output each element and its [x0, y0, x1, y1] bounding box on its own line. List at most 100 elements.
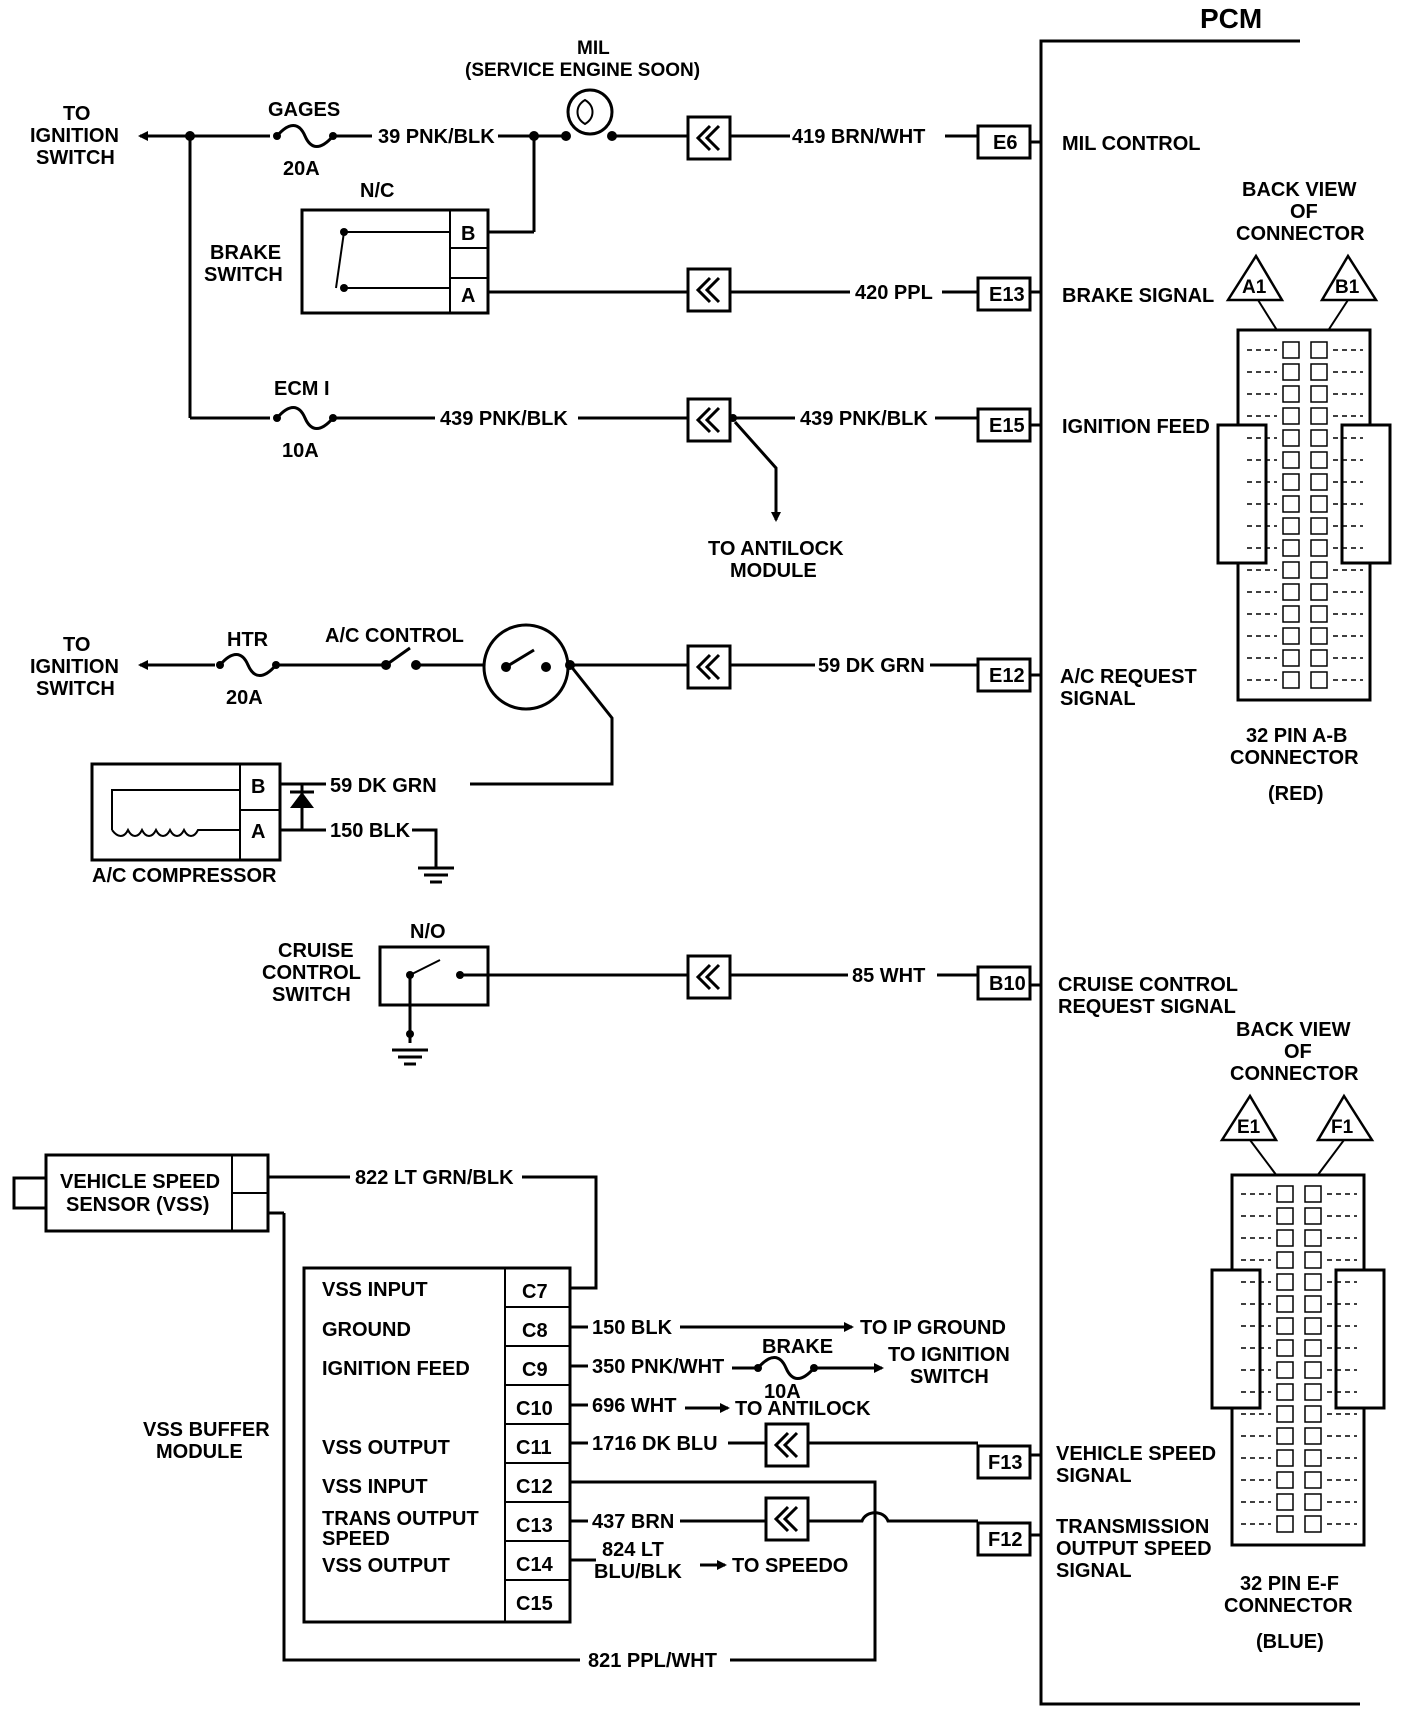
connector-pin — [1304, 1317, 1322, 1335]
svg-text:439 PNK/BLK: 439 PNK/BLK — [800, 408, 928, 430]
connector-pin — [1276, 1449, 1294, 1467]
connector-pin — [1282, 627, 1300, 645]
connector-ef-view: BACK VIEW OF CONNECTOR E1 F1 32 PIN E-F … — [1210, 1019, 1386, 1653]
svg-text:OF: OF — [1290, 201, 1318, 223]
connector-pin — [1310, 363, 1328, 381]
svg-text:CONNECTOR: CONNECTOR — [1236, 223, 1365, 245]
connector-pin — [1282, 561, 1300, 579]
pcm-pin-e6: E6 MIL CONTROL — [976, 124, 1201, 160]
svg-text:F1: F1 — [1331, 1117, 1354, 1138]
svg-text:419 BRN/WHT: 419 BRN/WHT — [792, 126, 925, 148]
connector-pin — [1304, 1427, 1322, 1445]
ac-compressor — [90, 762, 282, 862]
svg-text:C12: C12 — [516, 1476, 553, 1498]
connector-pin — [1276, 1383, 1294, 1401]
connector-pin — [1304, 1185, 1322, 1203]
svg-text:ECM I: ECM I — [274, 378, 330, 400]
connector-pin — [1310, 627, 1328, 645]
connector-pin — [1304, 1251, 1322, 1269]
svg-text:CONNECTOR: CONNECTOR — [1230, 747, 1359, 769]
connector-pin — [1276, 1339, 1294, 1357]
connector-ab-view: BACK VIEW OF CONNECTOR A1 B1 32 PIN A-B … — [1216, 179, 1392, 805]
svg-text:TRANS OUTPUT: TRANS OUTPUT — [322, 1508, 479, 1530]
svg-text:10A: 10A — [764, 1381, 801, 1403]
connector-pin — [1276, 1471, 1294, 1489]
svg-text:C13: C13 — [516, 1515, 553, 1537]
svg-text:CRUISE CONTROL: CRUISE CONTROL — [1058, 974, 1238, 996]
svg-text:(BLUE): (BLUE) — [1256, 1631, 1324, 1653]
connector-pin — [1276, 1207, 1294, 1225]
mil-lamp-icon — [566, 88, 614, 136]
svg-text:TO ANTILOCK: TO ANTILOCK — [735, 1398, 871, 1420]
svg-text:C10: C10 — [516, 1398, 553, 1420]
pcm-pin-b10: B10 CRUISE CONTROL REQUEST SIGNAL — [976, 965, 1238, 1018]
svg-text:350 PNK/WHT: 350 PNK/WHT — [592, 1356, 724, 1378]
connector-pin — [1276, 1251, 1294, 1269]
svg-text:F13: F13 — [988, 1452, 1022, 1474]
svg-text:E13: E13 — [989, 284, 1025, 306]
svg-text:(SERVICE ENGINE SOON): (SERVICE ENGINE SOON) — [465, 60, 700, 81]
svg-text:150 BLK: 150 BLK — [330, 820, 411, 842]
svg-text:C11: C11 — [516, 1437, 552, 1459]
svg-text:SWITCH: SWITCH — [272, 984, 351, 1006]
vss-buffer-module — [302, 1266, 572, 1624]
connector-pin — [1282, 583, 1300, 601]
svg-text:59 DK GRN: 59 DK GRN — [818, 655, 925, 677]
connector-pin — [1310, 429, 1328, 447]
ac-circuit: TO IGNITION SWITCH HTR 20A A/C CONTROL 5… — [30, 623, 1041, 887]
svg-text:A: A — [251, 821, 265, 843]
svg-text:TO SPEEDO: TO SPEEDO — [732, 1555, 848, 1577]
svg-text:E6: E6 — [993, 132, 1017, 154]
connector-pin — [1282, 407, 1300, 425]
svg-text:TO ANTILOCK: TO ANTILOCK — [708, 538, 844, 560]
connector-pin — [1282, 605, 1300, 623]
connector-pin — [1310, 407, 1328, 425]
connector-pin — [1304, 1273, 1322, 1291]
connector-pin — [1304, 1295, 1322, 1313]
svg-text:A1: A1 — [1242, 277, 1267, 298]
svg-text:SIGNAL: SIGNAL — [1056, 1560, 1132, 1582]
svg-text:TO IP GROUND: TO IP GROUND — [860, 1317, 1006, 1339]
svg-text:TRANSMISSION: TRANSMISSION — [1056, 1516, 1209, 1538]
pcm-box: PCM — [1039, 3, 1360, 1706]
svg-text:N/C: N/C — [360, 180, 394, 202]
connector-pin — [1310, 605, 1328, 623]
connector-pin — [1276, 1185, 1294, 1203]
pcm-title: PCM — [1200, 3, 1262, 34]
svg-text:824 LT: 824 LT — [602, 1539, 664, 1561]
svg-text:20A: 20A — [283, 158, 320, 180]
svg-text:C9: C9 — [522, 1359, 548, 1381]
connector-pin — [1310, 517, 1328, 535]
svg-text:MODULE: MODULE — [730, 560, 817, 582]
svg-text:E12: E12 — [989, 665, 1025, 687]
svg-text:SIGNAL: SIGNAL — [1060, 688, 1136, 710]
svg-text:420 PPL: 420 PPL — [855, 282, 933, 304]
connector-pin — [1304, 1493, 1322, 1511]
connector-pin — [1310, 451, 1328, 469]
svg-text:IGNITION: IGNITION — [30, 656, 119, 678]
vss-circuit: VEHICLE SPEED SENSOR (VSS) 822 LT GRN/BL… — [12, 1153, 1041, 1672]
connector-pin — [1276, 1295, 1294, 1313]
svg-text:CONTROL: CONTROL — [262, 962, 361, 984]
connector-pin — [1304, 1383, 1322, 1401]
brake-switch — [300, 208, 490, 315]
connector-pin — [1304, 1361, 1322, 1379]
pcm-pin-f12: F12 TRANSMISSION OUTPUT SPEED SIGNAL — [976, 1516, 1212, 1582]
svg-text:VSS INPUT: VSS INPUT — [322, 1476, 428, 1498]
connector-pin — [1276, 1515, 1294, 1533]
connector-pin — [1304, 1405, 1322, 1423]
connector-pin — [1310, 341, 1328, 359]
connector-pin — [1282, 341, 1300, 359]
svg-text:B: B — [461, 223, 475, 245]
svg-text:VSS OUTPUT: VSS OUTPUT — [322, 1555, 450, 1577]
svg-text:SIGNAL: SIGNAL — [1056, 1465, 1132, 1487]
svg-text:IGNITION: IGNITION — [30, 125, 119, 147]
svg-text:B1: B1 — [1335, 277, 1360, 298]
svg-text:B10: B10 — [989, 973, 1026, 995]
connector-pin — [1282, 363, 1300, 381]
svg-text:VSS OUTPUT: VSS OUTPUT — [322, 1437, 450, 1459]
svg-text:1716 DK BLU: 1716 DK BLU — [592, 1433, 718, 1455]
connector-pin — [1282, 517, 1300, 535]
svg-text:59 DK GRN: 59 DK GRN — [330, 775, 437, 797]
svg-text:F12: F12 — [988, 1529, 1022, 1551]
